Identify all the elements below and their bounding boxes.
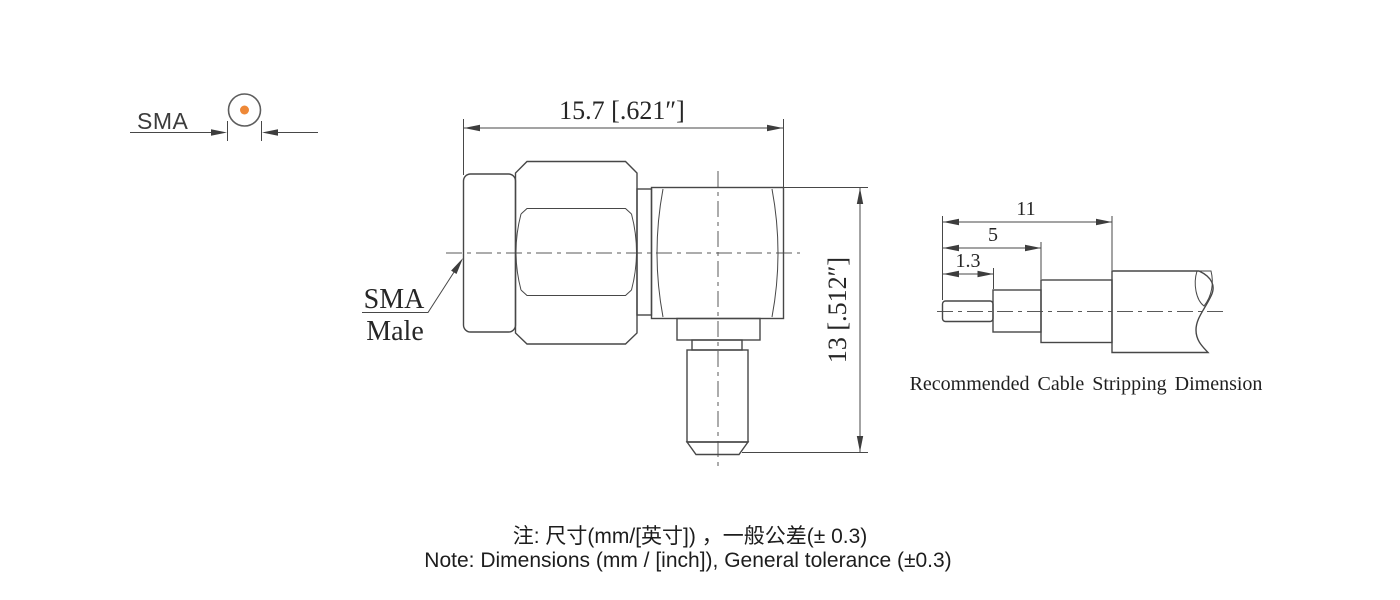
dim-dielectric-label: 5 [988,224,998,246]
dim-arrow-right [1025,244,1041,252]
dim-arrow-right [1096,218,1112,226]
dimension-dielectric: 5 [943,224,1042,279]
sma-port-label: SMA [137,108,189,134]
barrel-chamfer [685,441,750,456]
barrel-neck [691,339,743,351]
stripping-view: 11 5 1.3 Recommended Cable Stripping Dim… [910,198,1263,395]
front-view-symbol: SMA [130,93,318,141]
jacket-break-hatch [1194,270,1213,307]
dim-width-label: 15.7 [.621″] [559,96,685,125]
stripping-caption: Recommended Cable Stripping Dimension [910,373,1263,395]
cable-jacket [1111,270,1214,354]
dim-arrow-top [856,188,864,204]
leader-callout: SMA Male [362,258,463,347]
hex-nut-outline [514,160,638,345]
leader-line [362,268,457,313]
dim-height-label: 13 [.512″] [823,257,852,363]
dim-arrow-bottom [856,436,864,452]
dimension-conductor: 1.3 [943,250,994,289]
dim-arrow-left [943,270,959,278]
symbol-arrow-left [211,129,227,136]
body-turn-arc-right [771,188,779,318]
dimension-width: 15.7 [.621″] [463,96,784,318]
symbol-arrow-right [262,129,278,136]
hex-facet-arc-right [631,213,637,291]
notes: 注: 尺寸(mm/[英寸]) ，一般公差(± 0.3) Note: Dimens… [424,525,951,572]
hex-facet-line-top [520,208,632,215]
note-line-zh: 注: 尺寸(mm/[英寸]) ，一般公差(± 0.3) [513,525,868,548]
dimension-overall: 11 [943,198,1113,270]
dim-arrow-right [767,124,783,132]
main-view: 15.7 [.621″] 13 [.512″] SMA Male [362,96,868,467]
dim-overall-label: 11 [1016,198,1035,220]
dimension-height: 13 [.512″] [742,187,868,453]
note-line-en: Note: Dimensions (mm / [inch]), General … [424,549,951,572]
leader-arrow [451,258,463,274]
dim-arrow-left [943,244,959,252]
body-flange [636,188,653,316]
dim-conductor-label: 1.3 [956,250,981,272]
body-turn-arc-left [656,188,664,318]
hex-facet-arc-left [515,213,522,291]
dim-arrow-left [943,218,959,226]
dim-arrow-right [977,270,994,278]
dim-arrow-left [464,124,480,132]
center-pin-dot [240,105,249,115]
leader-label-line1: SMA [364,284,425,315]
leader-label-line2: Male [366,316,424,347]
hex-facet-line-bottom [520,289,632,296]
